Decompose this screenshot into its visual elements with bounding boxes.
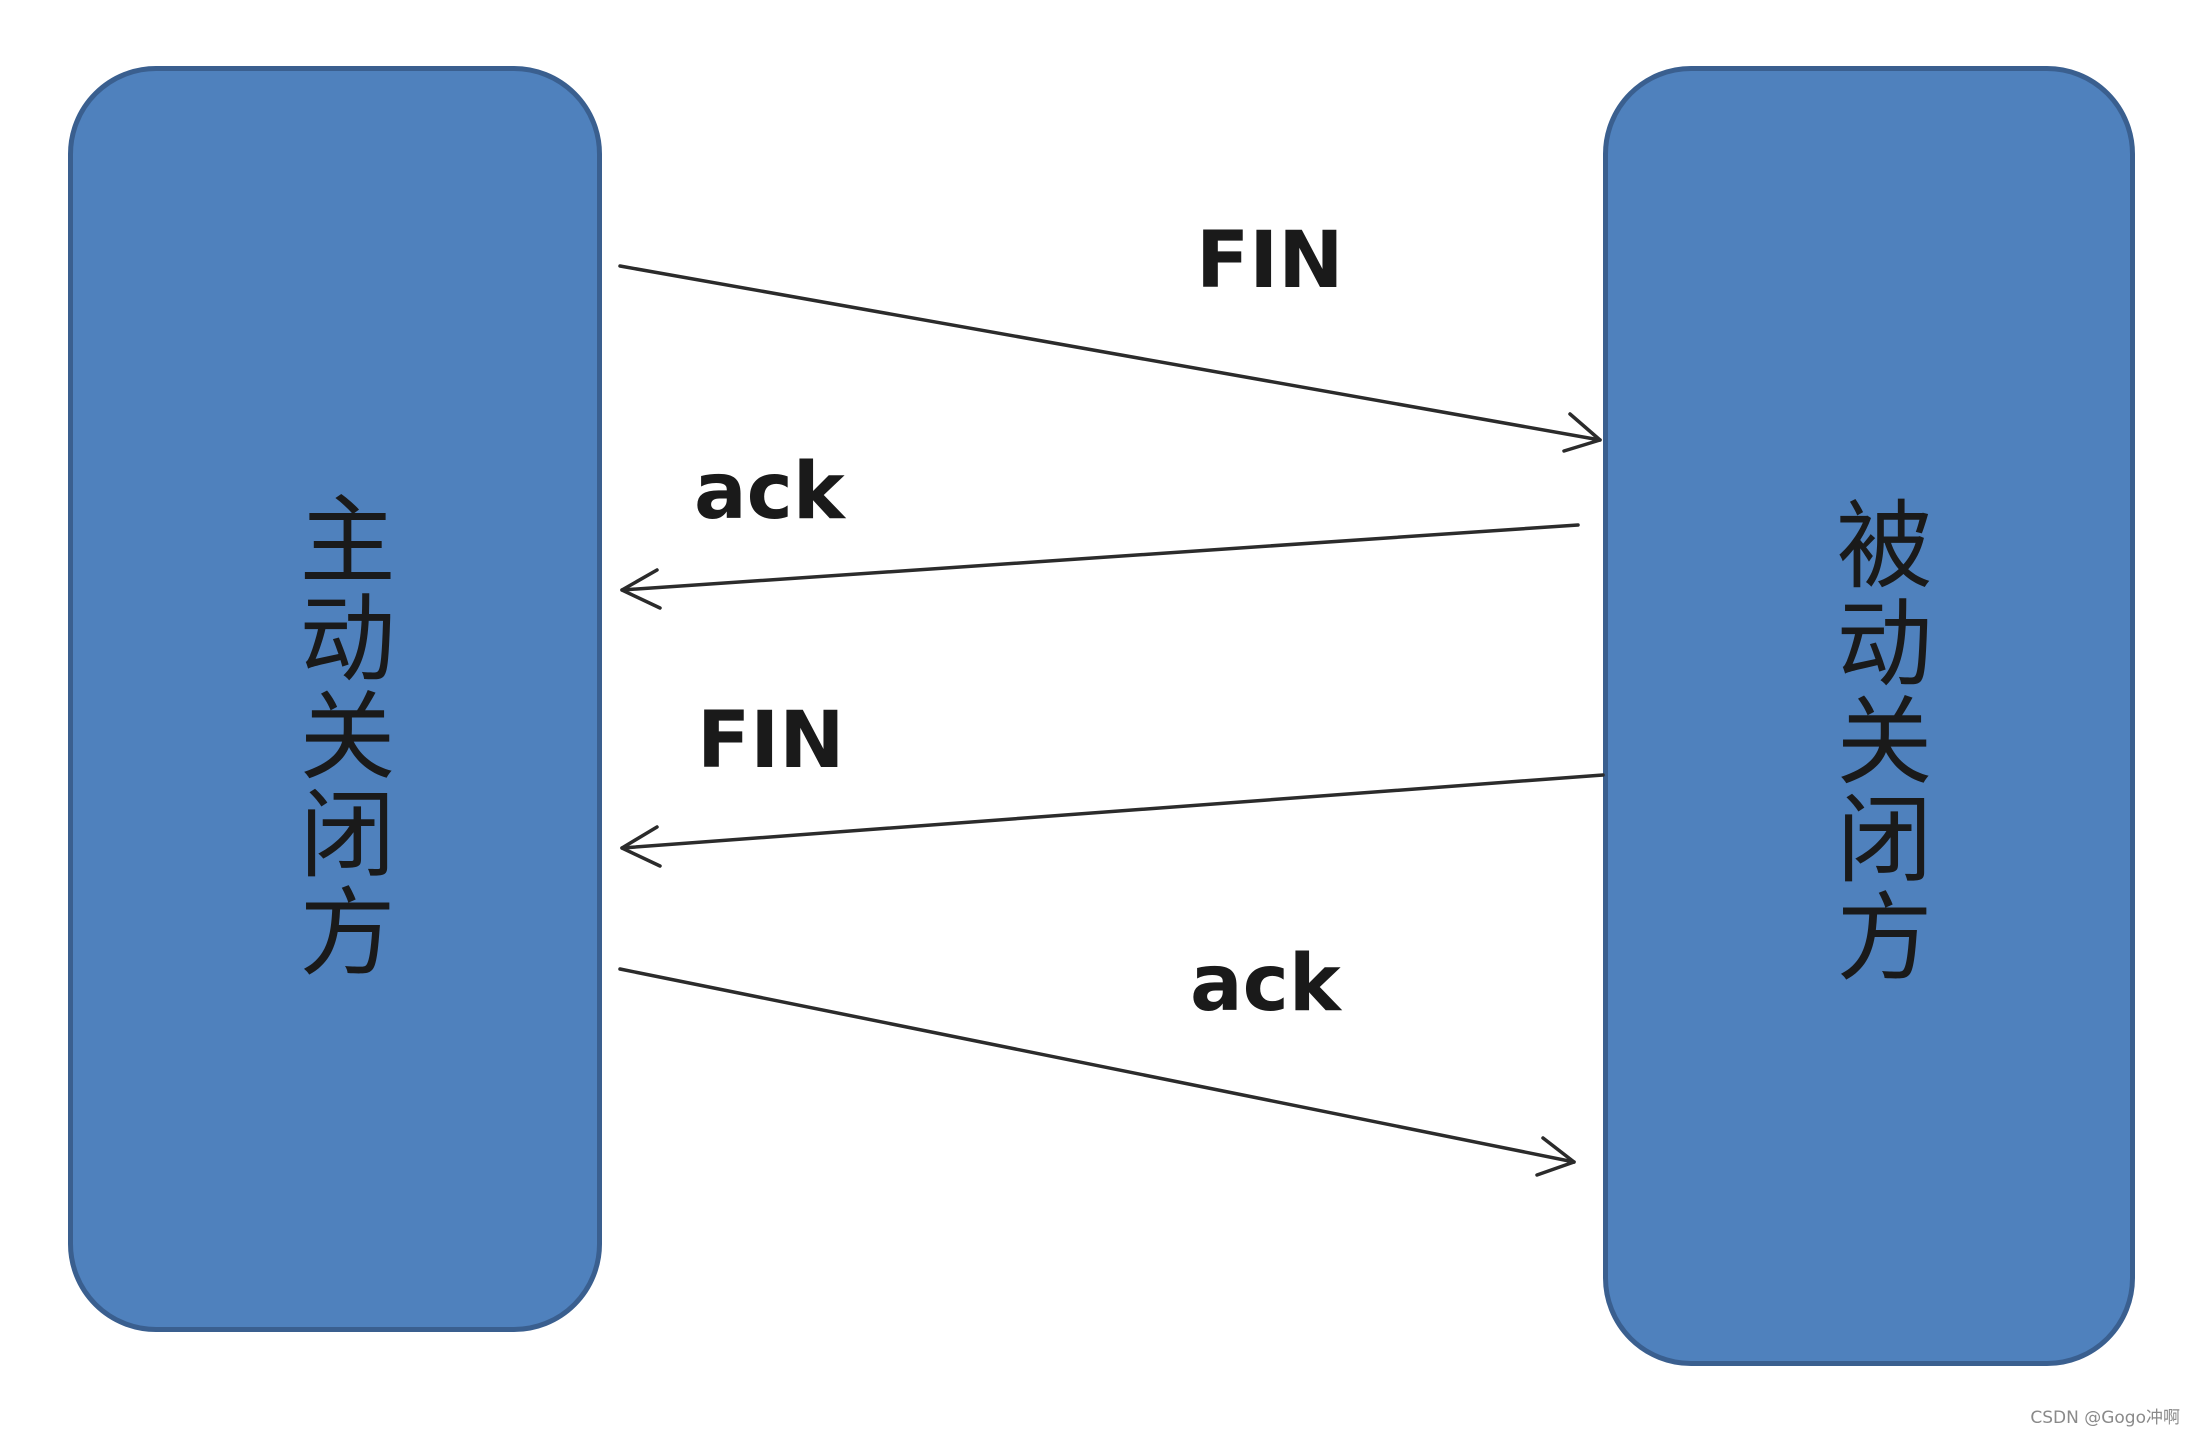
- message-3-arrowhead: [620, 825, 662, 868]
- message-4-line: [618, 967, 1576, 1164]
- message-1-line: [618, 264, 1602, 442]
- active-close-party-box: [68, 66, 602, 1332]
- message-3-label: FIN: [697, 696, 845, 786]
- message-2: ack: [620, 447, 1580, 610]
- message-4-label: ack: [1190, 939, 1343, 1029]
- message-4: ack: [618, 939, 1576, 1177]
- active-close-party-label: 主动关闭方: [283, 490, 395, 980]
- message-1-arrowhead: [1562, 412, 1602, 453]
- message-3: FIN: [620, 696, 1605, 868]
- watermark: CSDN @Gogo冲啊: [2030, 1408, 2180, 1428]
- message-1-label: FIN: [1196, 216, 1344, 306]
- message-3-line: [620, 773, 1605, 850]
- message-1: FIN: [618, 216, 1602, 453]
- message-4-arrowhead: [1535, 1136, 1576, 1177]
- message-2-arrowhead: [620, 568, 662, 610]
- message-2-label: ack: [694, 447, 847, 537]
- passive-close-party-label: 被动关闭方: [1820, 495, 1932, 985]
- passive-close-party-box: [1603, 66, 2135, 1366]
- message-2-line: [620, 523, 1580, 592]
